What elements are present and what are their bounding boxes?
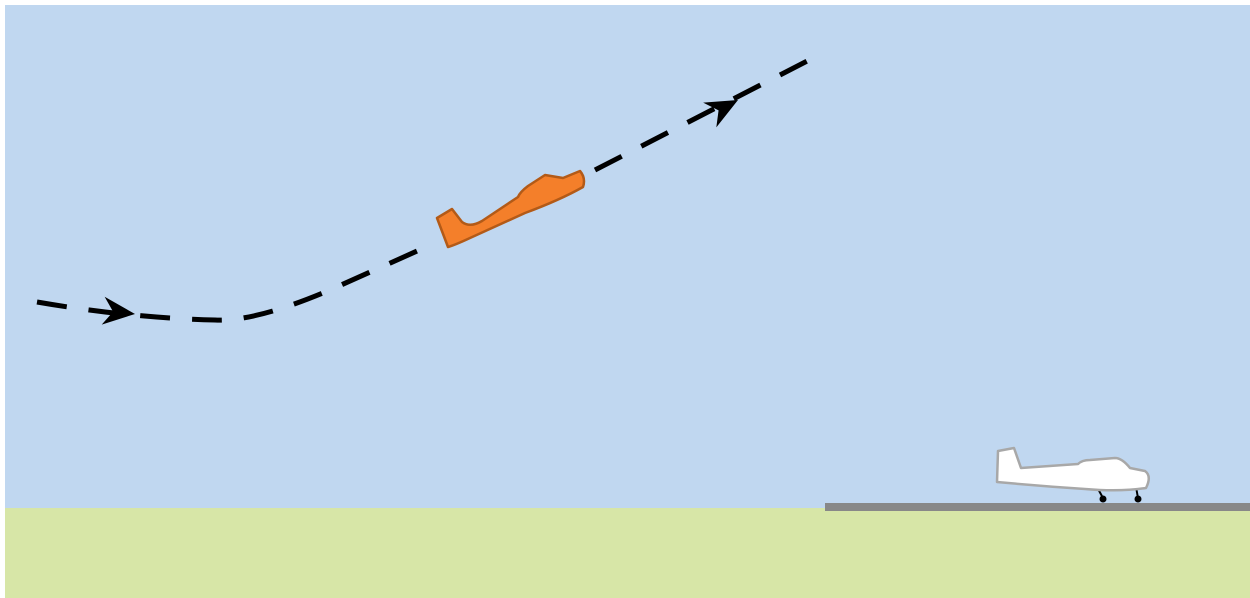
climbing-airplane-icon (435, 169, 586, 249)
runway (825, 503, 1250, 511)
sky (5, 5, 1250, 508)
direction-arrow-icon (101, 296, 135, 325)
direction-arrow-icon (703, 100, 738, 128)
parked-airplane-icon (995, 446, 1150, 503)
ground (5, 508, 1250, 598)
flight-path (36, 54, 817, 323)
